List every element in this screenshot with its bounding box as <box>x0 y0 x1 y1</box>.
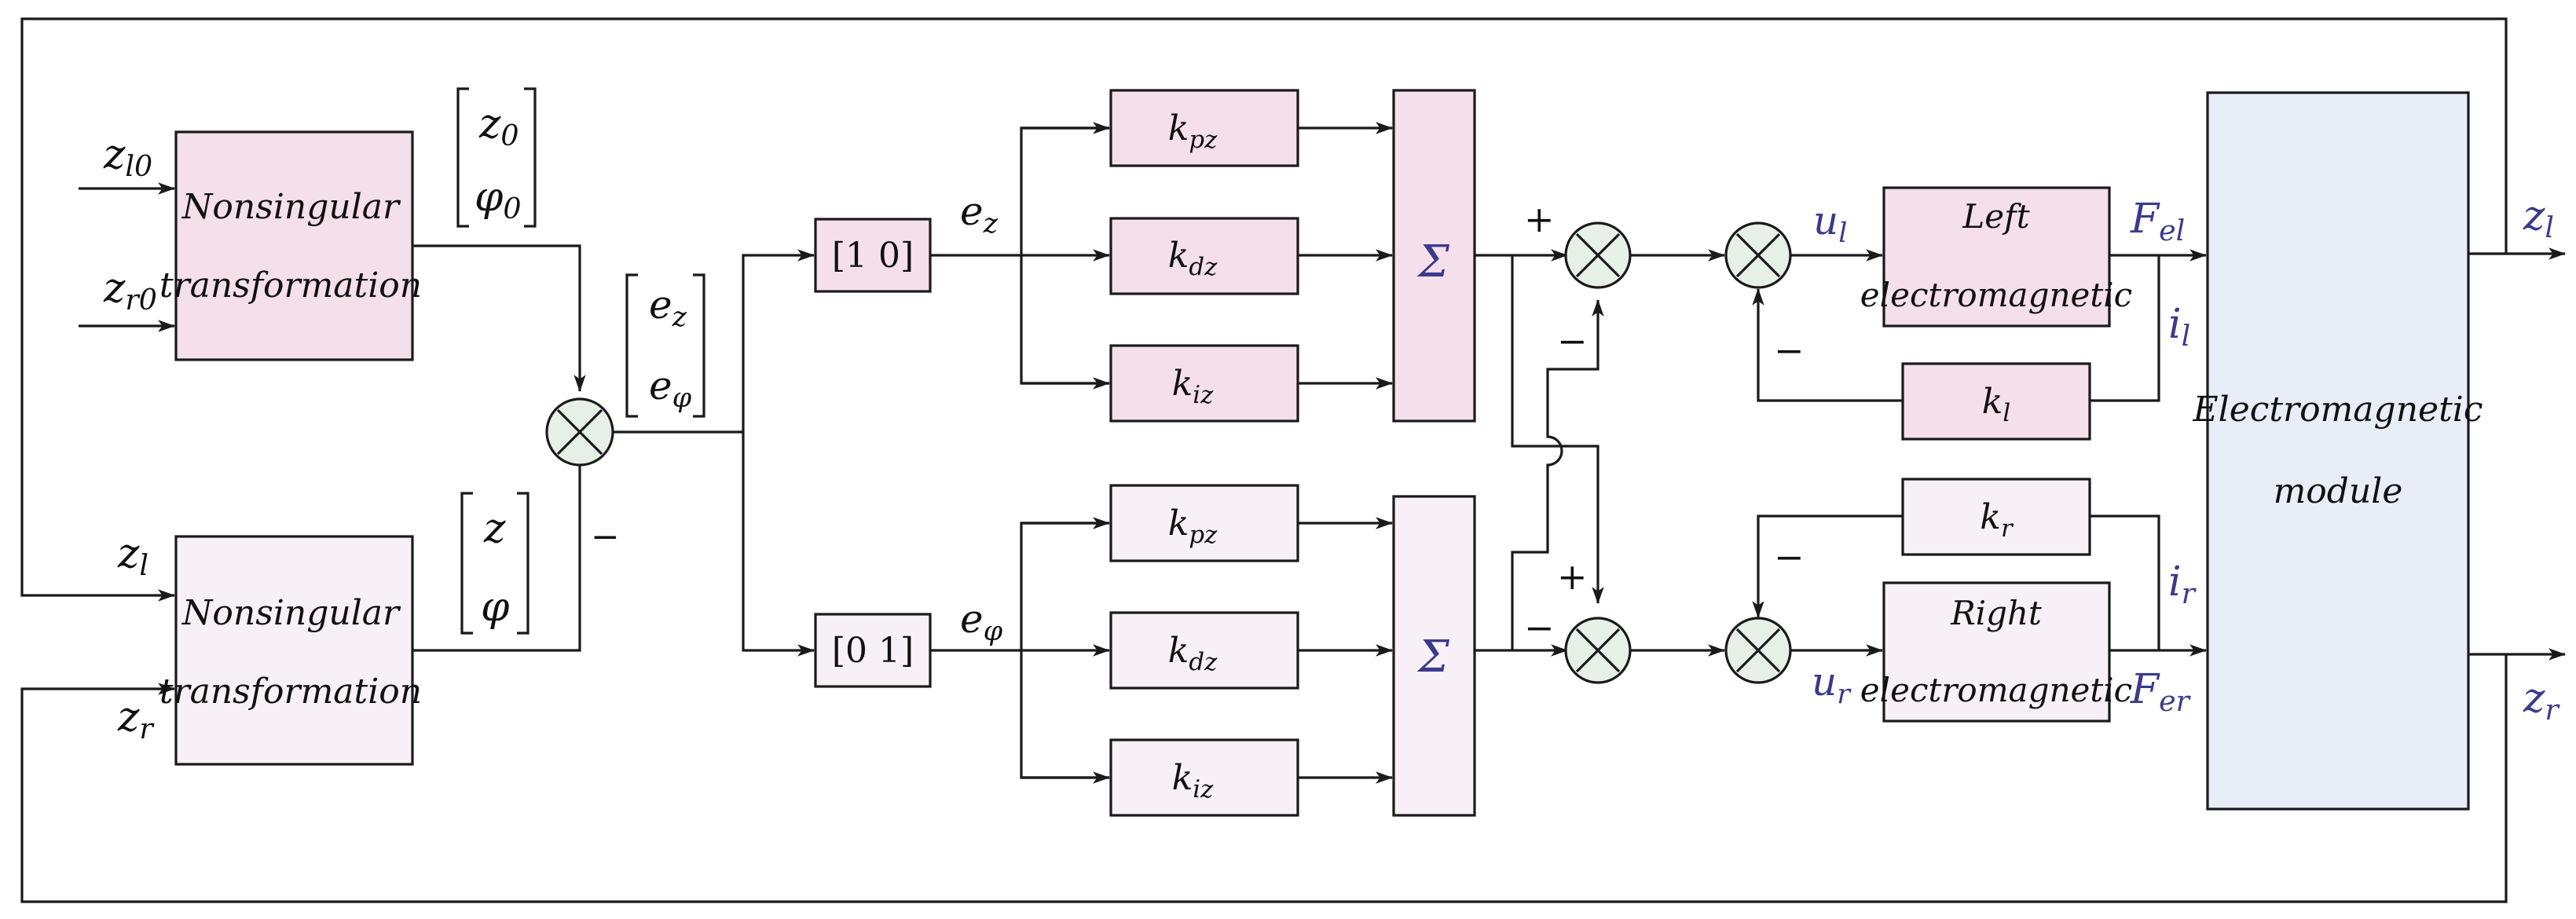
sum-bottom-to-mixer-top-wire <box>1511 298 1604 650</box>
module-line1: Electromagnetic <box>2193 390 2483 430</box>
transform-bottom-line1: Nonsingular <box>181 593 401 633</box>
module-line2: module <box>2274 471 2403 511</box>
gain-kdz-bottom <box>1109 611 1299 690</box>
transform-top-line2: transformation <box>159 265 422 306</box>
bottom-transform-to-junction-wire <box>412 431 586 652</box>
output-zr-label: zr <box>2523 675 2560 727</box>
gain-kdz-top <box>1109 217 1299 295</box>
kl-feedback-wire <box>1752 287 1903 402</box>
left-em-line1: Left <box>1962 197 2029 236</box>
selector-bottom-block <box>814 613 932 688</box>
control-ur-label: ur <box>1812 659 1852 710</box>
kr-feedback-wire <box>1752 514 1903 619</box>
left-electromagnetic-block <box>1882 186 2111 328</box>
frame-bottom-wire <box>20 654 2508 903</box>
input-zl-label: zl <box>117 530 148 582</box>
top-transform-to-junction-wire <box>412 244 586 393</box>
input-zr-label: zr <box>117 694 155 745</box>
mixer-bottom-plus-sign: + <box>1557 555 1588 598</box>
feedback-gain-kr <box>1901 478 2091 556</box>
mixer-bottom-cross <box>1575 628 1621 673</box>
input-zr0-label: zr0 <box>103 265 157 317</box>
gain-kdz-bottom-label: kdz <box>1168 631 1218 676</box>
loop-junction-bottom-cross <box>1735 628 1781 673</box>
vector-meas-bracket-right <box>517 492 529 635</box>
vector-ref-bracket-left <box>456 87 469 228</box>
force-fer-label: Fer <box>2130 666 2192 718</box>
gain-kpz-bottom-label: kpz <box>1168 503 1218 549</box>
error-ephi-label: eφ <box>960 596 1003 647</box>
feedback-kr-label: kr <box>1980 497 2014 543</box>
sum-bottom-symbol: Σ <box>1416 632 1449 683</box>
vector-err-bracket-right <box>693 273 705 418</box>
junction-error-cross <box>556 408 603 456</box>
sum-bottom-block <box>1392 495 1476 817</box>
frame-top-wire <box>20 17 2508 602</box>
left-em-line2: electromagnetic <box>1860 276 2132 314</box>
vector-err-row2: eφ <box>649 363 692 414</box>
transform-bottom-line2: transformation <box>159 672 422 712</box>
vector-ref-row1: z0 <box>478 101 519 152</box>
electromagnetic-module-block <box>2206 91 2470 811</box>
force-fel-label: Fel <box>2130 196 2185 247</box>
vector-err-row1: ez <box>649 282 687 333</box>
loop-top-minus-sign: − <box>1774 329 1805 372</box>
selector-top-block <box>814 218 932 293</box>
vector-ref-bracket-right <box>524 87 537 228</box>
wires <box>20 17 2567 903</box>
vector-meas-row1: z <box>483 505 506 552</box>
gain-kpz-bottom <box>1109 484 1299 562</box>
junction-error-minus-sign: − <box>591 517 620 557</box>
right-electromagnetic-block <box>1882 581 2111 723</box>
vector-ref-row2: φ0 <box>475 174 522 225</box>
nonsingular-transformation-bottom <box>174 535 414 766</box>
input-zl0-label: zl0 <box>103 131 152 183</box>
current-il-label: il <box>2168 301 2190 353</box>
to-selector-top-wire <box>742 249 815 432</box>
gain-kdz-top-label: kdz <box>1168 236 1218 281</box>
mixer-bottom-minus-sign: − <box>1524 606 1555 649</box>
feedback-kl-label: kl <box>1982 382 2011 427</box>
il-feedback-wire <box>2090 255 2160 402</box>
vector-meas-row2: φ <box>481 584 510 631</box>
loop-bottom-minus-sign: − <box>1774 536 1805 578</box>
output-zl-label: zl <box>2523 192 2554 244</box>
vector-meas-bracket-left <box>460 492 473 635</box>
feedback-gain-kl <box>1901 362 2091 441</box>
sum-top-to-mixer-bottom-wire <box>1511 255 1604 605</box>
control-ul-label: ul <box>1813 198 1847 249</box>
right-em-line1: Right <box>1950 594 2042 632</box>
vector-err-bracket-left <box>625 273 638 418</box>
mixer-top-cross <box>1575 232 1621 278</box>
gain-kiz-bottom-label: kiz <box>1172 758 1215 804</box>
to-selector-bottom-wire <box>742 432 815 657</box>
error-ez-label: ez <box>960 189 999 240</box>
ir-feedback-wire <box>2090 514 2160 650</box>
transform-top-line1: Nonsingular <box>181 187 401 227</box>
right-em-line2: electromagnetic <box>1860 671 2132 709</box>
gain-kpz-top <box>1109 89 1299 167</box>
gain-kiz-top-label: kiz <box>1172 364 1215 409</box>
gain-kiz-bottom <box>1109 738 1299 817</box>
selector-top-label: [1 0] <box>832 236 914 276</box>
mixer-top-minus-sign: − <box>1557 320 1588 362</box>
selector-bottom-label: [0 1] <box>832 631 914 671</box>
mixer-top-plus-sign: + <box>1524 198 1555 240</box>
sum-top-block <box>1392 89 1476 423</box>
sum-top-symbol: Σ <box>1416 236 1449 287</box>
current-ir-label: ir <box>2168 558 2197 610</box>
gain-kiz-top <box>1109 344 1299 423</box>
nonsingular-transformation-top <box>174 130 414 361</box>
loop-junction-top-cross <box>1735 232 1781 278</box>
gain-kpz-top-label: kpz <box>1168 108 1218 154</box>
